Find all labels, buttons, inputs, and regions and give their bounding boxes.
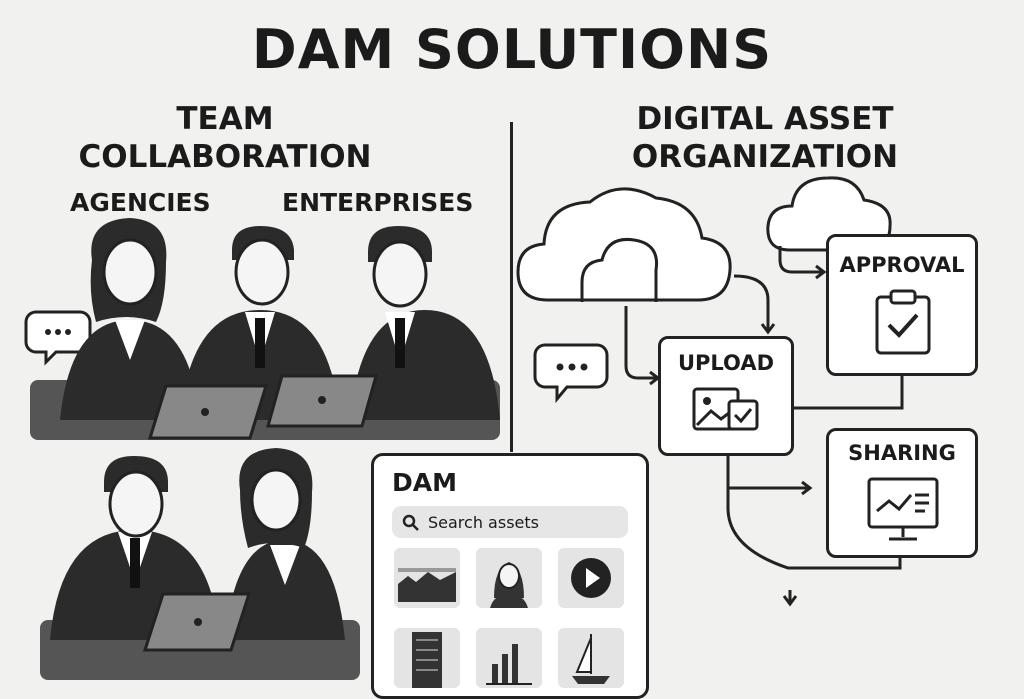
speech-bubble-icon: [24, 310, 92, 366]
sharing-label: SHARING: [848, 441, 956, 465]
team-collaboration-heading: TEAM COLLABORATION: [60, 100, 390, 176]
asset-flow-diagram: [516, 176, 904, 607]
heading-line-2: ORGANIZATION: [631, 139, 899, 175]
approval-label: APPROVAL: [839, 253, 965, 277]
laptop-icon: [266, 374, 378, 428]
dam-panel: DAM Search assets: [371, 453, 649, 699]
flow-connectors: [624, 246, 904, 607]
digital-asset-organization-heading: DIGITAL ASSET ORGANIZATION: [600, 100, 930, 176]
image-check-icon: [692, 387, 759, 431]
clipboard-check-icon: [875, 289, 931, 355]
search-input[interactable]: Search assets: [392, 506, 628, 538]
sailboat-icon[interactable]: [558, 628, 624, 688]
landscape-icon[interactable]: [394, 548, 460, 608]
monitor-chart-icon: [867, 477, 939, 541]
upload-label: UPLOAD: [677, 351, 775, 375]
heading-line-1: DIGITAL ASSET: [636, 101, 894, 137]
portrait-icon[interactable]: [476, 548, 542, 608]
laptop-icon: [147, 384, 269, 440]
search-icon: [402, 514, 419, 531]
section-divider: [510, 122, 513, 452]
play-icon[interactable]: [558, 548, 624, 608]
bar-chart-icon[interactable]: [476, 628, 542, 688]
cloud-icon: [516, 187, 732, 302]
page-title: DAM SOLUTIONS: [251, 18, 773, 81]
heading-line-2: COLLABORATION: [78, 139, 372, 175]
search-placeholder: Search assets: [428, 513, 539, 532]
approval-step: APPROVAL: [826, 234, 978, 376]
heading-line-1: TEAM: [176, 101, 274, 137]
sharing-step: SHARING: [826, 428, 978, 558]
agencies-label: AGENCIES: [70, 188, 211, 217]
person-enterprise-man: [350, 226, 500, 420]
building-icon[interactable]: [394, 628, 460, 688]
team-illustration: [24, 218, 500, 680]
speech-bubble-icon: [533, 343, 609, 404]
dam-panel-title: DAM: [392, 468, 457, 497]
laptop-icon: [142, 592, 252, 652]
enterprises-label: ENTERPRISES: [282, 188, 474, 217]
person-agency-woman-bottom: [225, 448, 345, 640]
upload-step: UPLOAD: [658, 336, 794, 456]
cloud-icon: [766, 176, 892, 252]
